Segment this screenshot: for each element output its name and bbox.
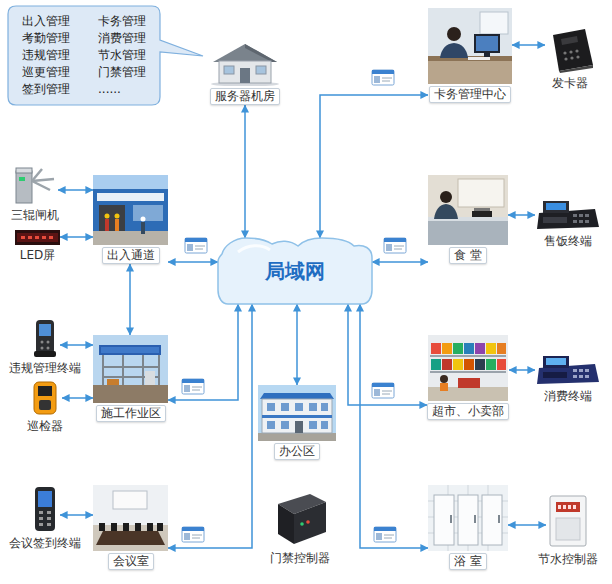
connector: [320, 95, 428, 238]
device-icon: 发卡器: [545, 25, 595, 73]
connector: [58, 189, 93, 191]
node-label: 超市、小卖部: [427, 403, 509, 420]
site-photo: 施工作业区: [93, 335, 168, 422]
scene-illustration: [93, 175, 168, 245]
menu-item: 违规管理: [22, 48, 70, 63]
node-label: 服务器机房: [210, 88, 280, 105]
menu-item: ......: [98, 82, 146, 97]
menu-grid: 出入管理 卡务管理考勤管理 消费管理违规管理 节水管理巡更管理 门禁管理签到管理....…: [22, 14, 146, 97]
network-cloud: 局域网: [218, 238, 372, 304]
server-room: 服务器机房: [205, 40, 285, 105]
site-photo: 浴 室: [428, 485, 508, 570]
device-icon: 消费终端: [535, 354, 600, 386]
node-label: 违规管理终端: [7, 361, 83, 376]
scene-illustration: [428, 485, 508, 551]
connector: [508, 524, 546, 526]
scene-illustration: [93, 335, 168, 403]
node-label: 浴 室: [449, 553, 487, 570]
menu-item: 巡更管理: [22, 65, 70, 80]
node-label: LED屏: [18, 248, 58, 263]
node-label: 发卡器: [550, 76, 590, 91]
connector: [62, 397, 93, 399]
scene-illustration: [428, 175, 508, 245]
scene-illustration: [258, 385, 336, 441]
id-card-icon: [384, 238, 406, 253]
menu-item: 考勤管理: [22, 31, 70, 46]
id-card-icon: [182, 379, 204, 394]
node-label: 三辊闸机: [9, 208, 61, 223]
connector: [360, 304, 428, 548]
device-icon: 三辊闸机: [12, 163, 58, 205]
callout-bubble: 出入管理 卡务管理考勤管理 消费管理违规管理 节水管理巡更管理 门禁管理签到管理....…: [8, 6, 160, 105]
connector: [60, 344, 93, 346]
site-photo: 办公区: [258, 385, 336, 460]
menu-item: 门禁管理: [98, 65, 146, 80]
device-illustration: [546, 494, 590, 549]
connector: [168, 304, 252, 548]
site-photo: 超市、小卖部: [427, 335, 509, 420]
menu-item: 节水管理: [98, 48, 146, 63]
node-label: 卡务管理中心: [429, 86, 511, 103]
menu-item: 消费管理: [98, 31, 146, 46]
id-card-icon: [185, 238, 207, 253]
device-illustration: [30, 485, 60, 533]
scene-illustration: [428, 335, 508, 401]
node-label: 出入通道: [102, 247, 160, 264]
network-label: 局域网: [265, 258, 325, 285]
node-label: 消费终端: [542, 389, 594, 404]
device-illustration: [30, 318, 60, 358]
menu-item: 签到管理: [22, 82, 70, 97]
device-illustration: [15, 230, 60, 245]
connector: [129, 264, 131, 335]
scene-illustration: [205, 40, 285, 86]
id-card-icon: [374, 527, 396, 542]
site-photo: 食 堂: [428, 175, 508, 264]
node-label: 办公区: [274, 443, 320, 460]
node-label: 节水控制器: [536, 552, 600, 567]
node-label: 售饭终端: [542, 234, 594, 249]
node-label: 会议签到终端: [7, 536, 83, 551]
id-card-icon: [372, 383, 394, 398]
connector: [168, 261, 218, 263]
connector: [512, 44, 545, 46]
node-label: 施工作业区: [96, 405, 166, 422]
connector: [296, 304, 298, 385]
scene-illustration: [428, 8, 512, 84]
device-illustration: [545, 25, 595, 73]
connector: [509, 369, 535, 371]
connector: [244, 105, 246, 238]
scene-illustration: [93, 485, 168, 551]
connector: [508, 214, 535, 216]
menu-item: 卡务管理: [98, 14, 146, 29]
device-illustration: [28, 380, 62, 416]
device-illustration: [12, 163, 58, 205]
id-card-icon: [372, 70, 394, 85]
id-card-icon: [182, 527, 204, 542]
device-icon: 违规管理终端: [30, 318, 60, 358]
menu-item: 出入管理: [22, 14, 70, 29]
device-icon: 会议签到终端: [30, 485, 60, 533]
site-photo: 卡务管理中心: [428, 8, 512, 103]
site-photo: 会议室: [93, 485, 168, 570]
device-icon: 节水控制器: [546, 494, 590, 549]
node-label: 门禁控制器: [268, 551, 332, 566]
device-illustration: [535, 354, 600, 386]
device-illustration: [270, 488, 330, 548]
device-icon: 门禁控制器: [270, 488, 330, 548]
device-illustration: [535, 199, 600, 231]
connector: [60, 514, 93, 516]
connector: [372, 261, 428, 263]
node-label: 巡检器: [25, 419, 65, 434]
connector: [60, 236, 93, 238]
device-icon: 巡检器: [28, 380, 62, 416]
device-icon: LED屏: [15, 230, 60, 245]
node-label: 会议室: [108, 553, 154, 570]
connector: [168, 304, 238, 400]
device-icon: 售饭终端: [535, 199, 600, 231]
node-label: 食 堂: [449, 247, 487, 264]
site-photo: 出入通道: [93, 175, 168, 264]
